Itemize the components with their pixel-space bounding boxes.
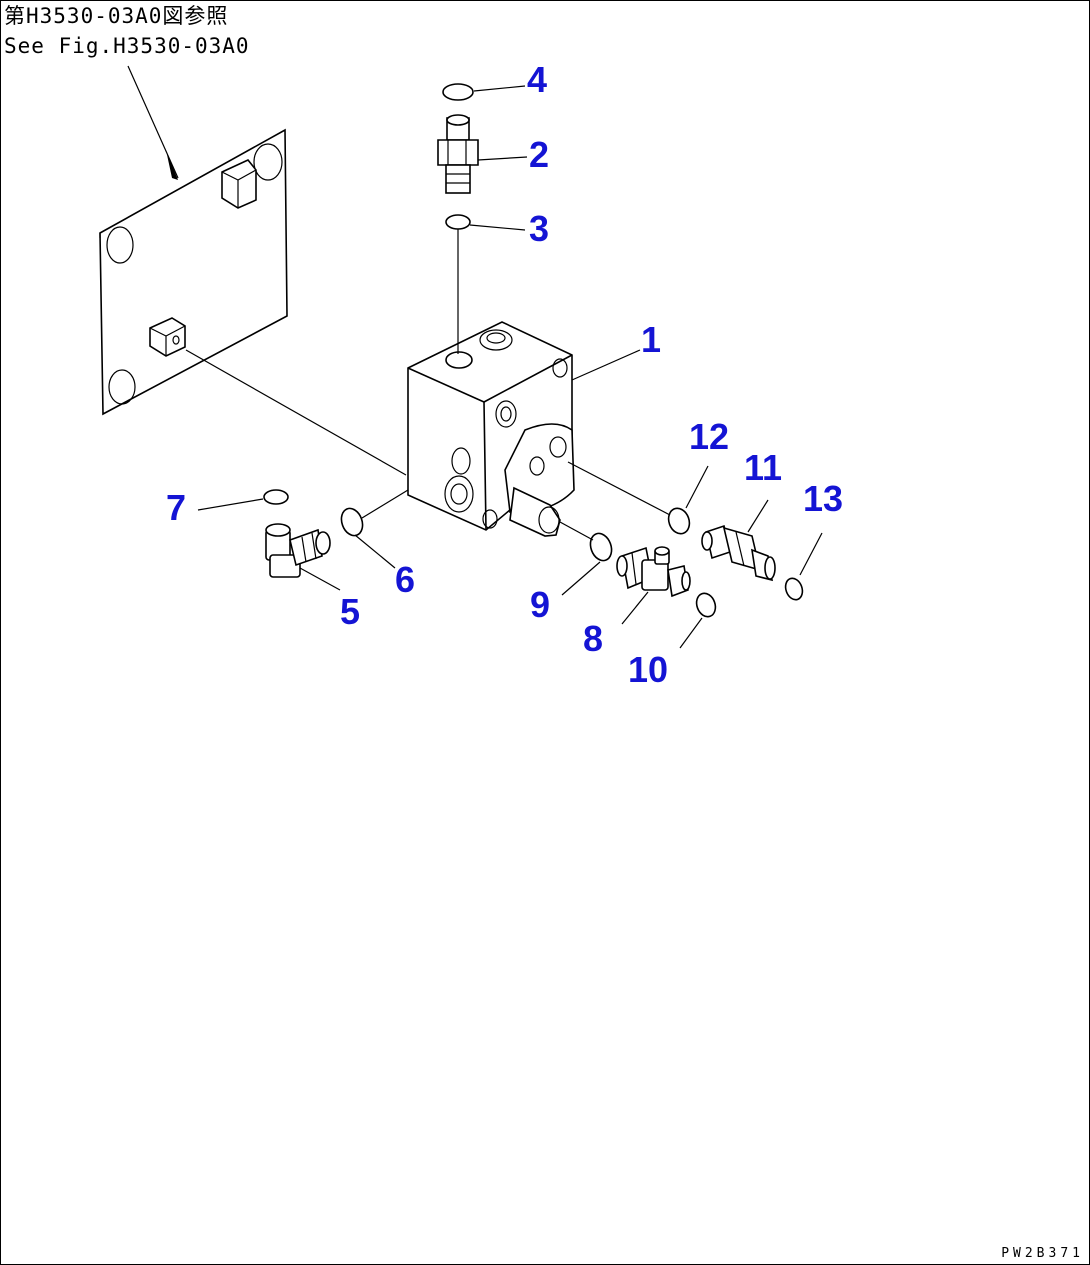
figure-reference-japanese: 第H3530-03A0図参照 — [4, 4, 229, 28]
leader-13 — [799, 532, 823, 576]
o-ring-12 — [667, 507, 691, 535]
callout-2: 2 — [529, 134, 549, 175]
callout-1: 1 — [641, 319, 661, 360]
leader-6 — [354, 534, 396, 569]
leader-1 — [571, 349, 641, 381]
reference-arrow — [127, 65, 179, 180]
leader-3 — [469, 224, 526, 231]
leader-12 — [685, 465, 709, 509]
assembly-line-9 — [559, 521, 594, 541]
mounting-plate — [99, 128, 288, 416]
o-ring-6 — [340, 507, 364, 537]
assembly-line-plate — [185, 349, 407, 476]
assembly-line-6 — [361, 489, 409, 519]
fitting-top — [437, 114, 479, 194]
leader-5 — [299, 567, 341, 591]
elbow-fitting — [265, 523, 331, 578]
leader-8 — [621, 591, 649, 625]
callout-3: 3 — [529, 208, 549, 249]
leader-4 — [473, 85, 526, 92]
drawing-code: PW2B371 — [1001, 1246, 1084, 1261]
plug-fitting — [701, 524, 776, 582]
o-ring-13 — [784, 577, 804, 601]
o-ring-9 — [589, 532, 613, 562]
callout-5: 5 — [340, 591, 360, 632]
o-ring-7 — [263, 489, 289, 505]
callout-10: 10 — [628, 649, 668, 690]
figure-reference-english: See Fig.H3530-03A0 — [4, 34, 250, 58]
callout-6: 6 — [395, 559, 415, 600]
leader-11 — [747, 499, 769, 533]
callout-12: 12 — [689, 416, 729, 457]
o-ring-10 — [695, 592, 717, 618]
tee-fitting — [616, 546, 691, 598]
leader-2 — [477, 156, 528, 161]
callout-8: 8 — [583, 618, 603, 659]
leader-7 — [197, 498, 264, 511]
leader-10 — [679, 617, 703, 649]
callout-4: 4 — [527, 59, 547, 100]
callout-11: 11 — [744, 447, 782, 488]
o-ring-3 — [445, 214, 471, 230]
leader-9 — [561, 561, 601, 596]
o-ring-top — [442, 83, 474, 101]
assembly-line-12 — [567, 461, 671, 516]
callout-13: 13 — [803, 478, 843, 519]
callout-9: 9 — [530, 584, 550, 625]
valve-body — [407, 321, 575, 537]
callout-7: 7 — [166, 487, 186, 528]
